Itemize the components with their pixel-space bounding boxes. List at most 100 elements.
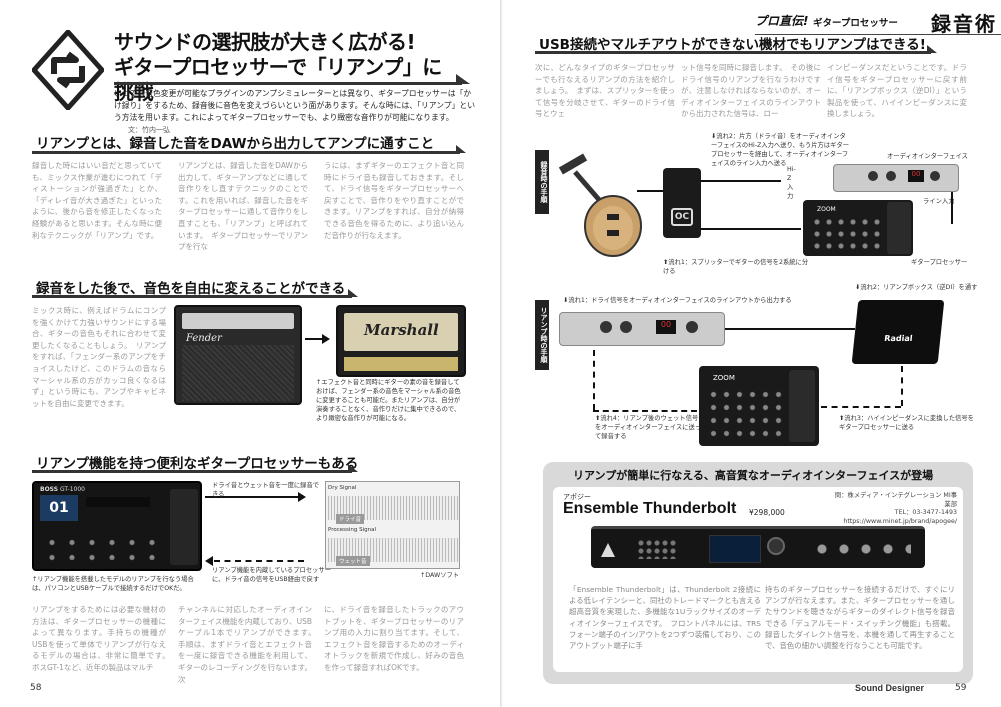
splitter-image: OC	[663, 168, 701, 238]
up-arrow-icon: ↑	[316, 379, 322, 386]
reamp-logo	[30, 28, 106, 112]
product-col1: 「Ensemble Thunderbolt」は、Thunderbolt 2接続に…	[569, 585, 761, 651]
wet-return-line-h	[593, 410, 697, 412]
volume-knob-icon	[767, 537, 785, 555]
section-bar	[32, 289, 358, 298]
section-title-usb: USB接続やマルチアウトができない機材でもリアンプはできる!	[539, 37, 926, 53]
track2-label: Processing Signal	[328, 527, 377, 533]
contact-info: 問：株メディア・インテグレーション MI事業部 TEL：03-3477-1493…	[834, 492, 957, 525]
author-credit: 文：竹内一弘	[128, 126, 170, 134]
up-arrow-icon: ⬆	[839, 415, 845, 422]
amp-caption: ↑エフェクト音と同時にギターの素の音を録音しておけば、フェンダー系の音色をマーシ…	[316, 379, 461, 422]
guitar-to-splitter-line	[637, 190, 663, 192]
product-card	[553, 487, 963, 672]
down-arrow-icon: ⬇	[711, 133, 717, 140]
up-arrow-icon: ⬆	[595, 415, 601, 422]
section-bar	[32, 145, 466, 154]
flow-label-top: ドライ音とウェット音を一度に録音できる	[212, 482, 320, 498]
section-title-processor: リアンプ機能を持つ便利なギタープロセッサーもある	[36, 456, 359, 472]
right-page: プロ直伝! ギタープロセッサー 録音術 USB接続やマルチアウトができない機材で…	[503, 0, 1001, 707]
right-col1: 次に、どんなタイプのギタープロセッサーでも行なえるリアンプの方法を紹介しましょう…	[535, 63, 675, 119]
left-page: サウンドの選択肢が大きく広がる! ギタープロセッサーで「リアンプ」に挑戦 いつで…	[0, 0, 500, 707]
interface-label: オーディオインターフェイス	[887, 153, 968, 160]
hiz-input-label: Hi-Z入力	[787, 166, 796, 200]
apogee-logo-icon	[601, 543, 615, 557]
gutter	[500, 0, 503, 707]
zoom-logo: ZOOM	[713, 374, 735, 382]
reamp-flow4-note: ⬆流れ4：リアンプ後のウェット信号をオーディオインターフェイスに送って録音する	[595, 415, 702, 440]
line-input-label: ライン入力	[923, 198, 955, 205]
reamp-flow2-note: ⬇流れ2：リアンプボックス（逆DI）を通す	[855, 284, 978, 291]
daw-screenshot: Dry Signal ドライ音 Processing Signal ウェット音	[325, 481, 460, 569]
audio-interface-image-reamp: 00	[559, 312, 725, 346]
section3-col3: に、ドライ音を録音したトラックのアウトプットを、ギタープロセッサーのリアンプ用の…	[324, 605, 464, 672]
section3-col2: チャンネルに対応したオーディオインターフェイス機能を内蔵しており、USBケーブル…	[178, 605, 320, 684]
flow-arrow-bottom	[214, 560, 304, 562]
section-title-tone: 録音をした後で、音色を自由に変えることができる	[36, 281, 346, 297]
product-box-title: リアンプが簡単に行なえる、高音質なオーディオインターフェイスが登場	[573, 469, 934, 482]
page-number-right: 59	[955, 683, 967, 693]
track1-tag: ドライ音	[336, 514, 365, 524]
marshall-logo: Marshall	[364, 321, 439, 339]
wet-return-line	[593, 350, 595, 410]
section-bar	[535, 45, 937, 54]
gt1000-caption: ↑リアンプ機能を搭載したモデルのリアンプを行なう場合は、パソコンとUSBケーブル…	[32, 576, 194, 592]
section-bar	[32, 464, 358, 473]
reamp-flow3-note: ⬆流れ3：ハイインピーダンスに変換した信号をギタープロセッサーに送る	[839, 415, 974, 431]
zoom-processor-image-reamp: ZOOM	[699, 366, 819, 446]
recording-steps-label: 録音時の手順	[535, 150, 549, 214]
gt1000-display: 01	[40, 495, 78, 521]
radial-logo: Radial	[883, 334, 913, 343]
daw-caption: ↑DAWソフト	[420, 572, 460, 579]
up-arrow-icon: ↑	[32, 576, 38, 583]
title-underline	[114, 74, 470, 85]
boss-gt1000-image: BOSS GT-1000 01	[32, 481, 202, 571]
arrow-head	[205, 556, 213, 566]
reamp-flow1-note: ⬇流れ1：ドライ信号をオーディオインターフェイスのラインアウトから出力する	[563, 297, 792, 304]
section1-col2: リアンプとは、録音した音をDAWから出力して、ギターアンプなどに通して音作りをし…	[178, 161, 308, 252]
section1-col3: うには、まずギターのエフェクト音と同時にドライ音も録音しておきます。そして、ドラ…	[324, 161, 464, 240]
up-arrow-icon: ↑	[420, 572, 426, 579]
series-header: プロ直伝! ギタープロセッサー 録音術	[755, 8, 1001, 36]
splitter-to-processor-line	[701, 228, 801, 230]
ensemble-thunderbolt-image	[591, 526, 925, 568]
arrow-head	[298, 492, 306, 502]
product-brand: アポジー	[563, 493, 591, 501]
flow1-note: ⬆流れ1：スプリッターでギターの信号を2系統に分ける	[663, 259, 809, 275]
zoom-logo: ZOOM	[817, 206, 836, 213]
page-number-left: 58	[30, 683, 42, 693]
product-display	[709, 535, 761, 563]
track2-tag: ウェット音	[336, 556, 370, 566]
zoom-processor-image: ZOOM	[803, 200, 913, 256]
guitar-image	[555, 150, 645, 260]
reampbox-down-line	[901, 366, 903, 406]
interface-display: 00	[656, 320, 676, 334]
reampbox-to-processor-line	[821, 406, 901, 408]
down-arrow-icon: ⬇	[855, 284, 861, 291]
product-name: Ensemble Thunderbolt	[563, 500, 737, 517]
up-arrow-icon: ⬆	[663, 259, 669, 266]
section3-col1: リアンプをするためには必要な機材の方法は、ギタープロセッサーの機種によって異なり…	[32, 605, 174, 672]
right-col2: ット信号を同時に録音します。 その後にドライ信号のリアンプを行なうわけですが、注…	[681, 63, 821, 119]
splitter-to-hiz-line	[701, 180, 781, 182]
track1-label: Dry Signal	[328, 485, 357, 491]
header-tag-pro: プロ直伝!	[755, 14, 809, 28]
section-title-reamp: リアンプとは、録音した音をDAWから出力してアンプに通すこと	[36, 136, 435, 152]
header-tag-recording: 録音術	[931, 12, 997, 36]
fender-amp-image: Fender	[174, 305, 302, 405]
right-col3: インピーダンスだということです。ドライ信号をギタープロセッサーに戻す前に、「リア…	[827, 63, 967, 119]
marshall-amp-image: Marshall	[336, 305, 466, 377]
section1-col1: 録音した時にはいい音だと思っていても、ミックス作業が進むにつれて「ディストーショ…	[32, 161, 162, 240]
article-title: サウンドの選択肢が大きく広がる! ギタープロセッサーで「リアンプ」に挑戦	[114, 30, 442, 104]
product-price: ¥298,000	[749, 508, 785, 517]
fender-logo: Fender	[186, 333, 222, 344]
audio-interface-image: 00	[833, 164, 959, 192]
header-tag-processor: ギタープロセッサー	[813, 18, 898, 29]
interface-to-reampbox-line	[725, 328, 855, 330]
down-arrow-icon: ⬇	[563, 297, 569, 304]
reamp-steps-label: リアンプ時の手順	[535, 300, 549, 370]
arrow-head	[322, 334, 330, 344]
arrow	[305, 338, 325, 340]
interface-display: 00	[908, 170, 924, 182]
reamp-box-image: Radial	[851, 300, 945, 364]
